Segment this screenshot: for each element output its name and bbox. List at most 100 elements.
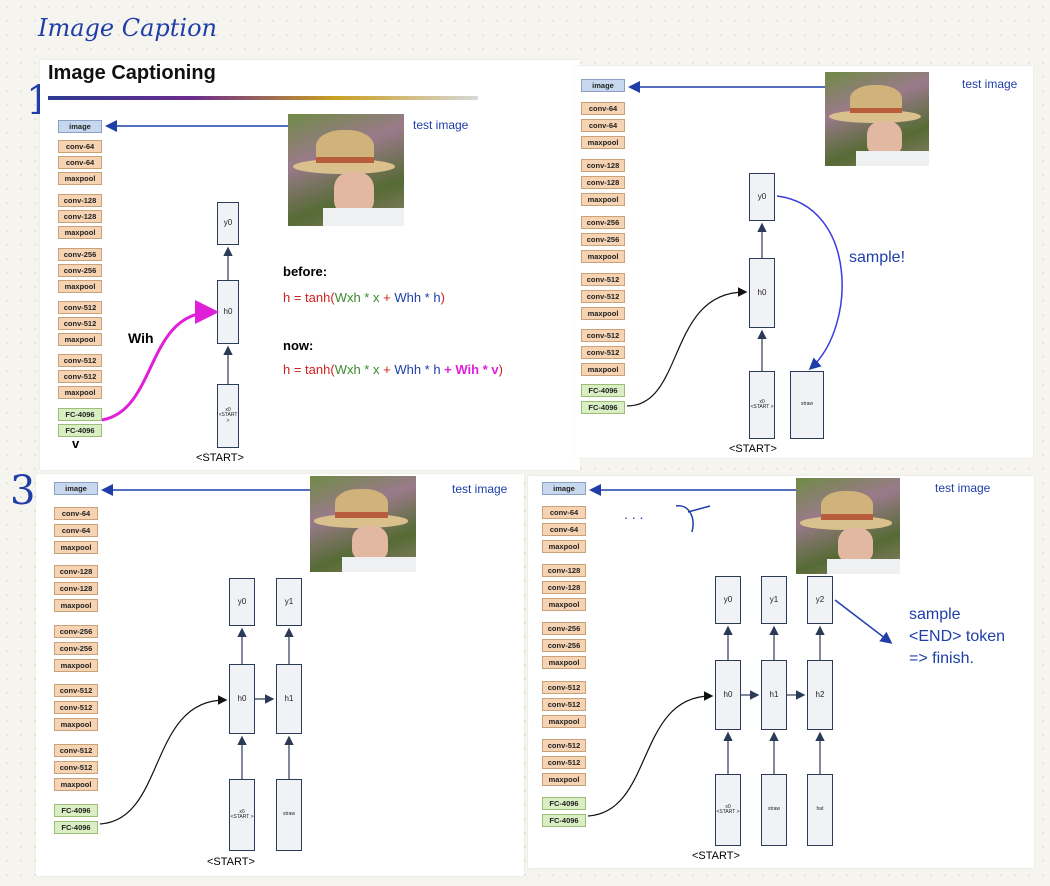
panel-step-1: Image Captioning image conv-64 conv-64 m… [40, 60, 580, 470]
layer-conv-64-a: conv-64 [542, 506, 586, 519]
node-x0: x0 <START > [217, 384, 239, 448]
layer-conv-128-a: conv-128 [581, 159, 625, 172]
test-image-label: test image [413, 118, 469, 132]
layer-conv-64-a: conv-64 [54, 507, 98, 520]
panel-1-arrows [101, 120, 288, 422]
panel-title: Image Captioning [48, 62, 216, 84]
eq-now-part-3: + [379, 362, 395, 377]
layer-conv-256-a: conv-256 [542, 622, 586, 635]
layer-maxpool-4: maxpool [58, 333, 102, 346]
node-h1: h1 [276, 664, 302, 734]
layer-conv-128-b: conv-128 [54, 582, 98, 595]
node-x0: x0 <START > [715, 774, 741, 846]
layer-fc-4096-b: FC-4096 [581, 401, 625, 414]
layer-maxpool-5: maxpool [581, 363, 625, 376]
start-label: <START> [729, 443, 777, 455]
layer-conv-256-b: conv-256 [54, 642, 98, 655]
node-token-straw: straw [761, 774, 787, 846]
margin-mark-3: 3 [10, 468, 36, 514]
layer-conv-256-a: conv-256 [58, 248, 102, 261]
layer-conv-128-b: conv-128 [58, 210, 102, 223]
before-label: before: [283, 264, 328, 279]
layer-fc-4096-a: FC-4096 [58, 408, 102, 421]
layer-conv-512-d: conv-512 [542, 756, 586, 769]
layer-conv-64-b: conv-64 [54, 524, 98, 537]
equation-now: h = tanh(Wxh * x + Whh * h + Wih * v) [283, 362, 503, 377]
layer-maxpool-1: maxpool [58, 172, 102, 185]
eq-now-part-2: Wxh * x [334, 362, 380, 377]
node-y0: y0 [217, 202, 239, 245]
image-layer: image [58, 120, 102, 133]
node-token-hat: hat [807, 774, 833, 846]
layer-conv-256-b: conv-256 [581, 233, 625, 246]
image-layer: image [581, 79, 625, 92]
layer-maxpool-2: maxpool [54, 599, 98, 612]
layer-maxpool-4: maxpool [542, 715, 586, 728]
test-image-photo [310, 476, 416, 572]
layer-fc-4096-a: FC-4096 [54, 804, 98, 817]
panel-3-arrows [99, 484, 310, 825]
layer-maxpool-3: maxpool [581, 250, 625, 263]
eq-before-part-2: Wxh * x [334, 290, 380, 305]
test-image-photo [825, 72, 929, 166]
eq-before-part-1: h = tanh( [283, 290, 335, 305]
layer-conv-512-d: conv-512 [54, 761, 98, 774]
test-image-label: test image [962, 77, 1018, 91]
layer-conv-64-b: conv-64 [581, 119, 625, 132]
layer-conv-512-a: conv-512 [542, 681, 586, 694]
start-label: <START> [207, 856, 255, 868]
node-h0: h0 [715, 660, 741, 730]
layer-conv-128-b: conv-128 [542, 581, 586, 594]
layer-conv-64-a: conv-64 [58, 140, 102, 153]
layer-maxpool-1: maxpool [542, 540, 586, 553]
panel-step-3: image conv-64 conv-64 maxpool conv-128 c… [36, 474, 524, 876]
layer-conv-512-c: conv-512 [58, 354, 102, 367]
node-h2: h2 [807, 660, 833, 730]
end-label-line-2: <END> token [909, 628, 1006, 645]
layer-maxpool-3: maxpool [542, 656, 586, 669]
layer-conv-256-b: conv-256 [58, 264, 102, 277]
node-token-straw: straw [790, 371, 824, 439]
layer-conv-128-a: conv-128 [542, 564, 586, 577]
layer-conv-512-c: conv-512 [54, 744, 98, 757]
test-image-label: test image [452, 482, 508, 496]
layer-conv-512-b: conv-512 [58, 317, 102, 330]
layer-maxpool-1: maxpool [581, 136, 625, 149]
layer-maxpool-2: maxpool [542, 598, 586, 611]
layer-fc-4096-a: FC-4096 [581, 384, 625, 397]
layer-fc-4096-b: FC-4096 [542, 814, 586, 827]
layer-fc-4096-a: FC-4096 [542, 797, 586, 810]
node-x0: x0 <START > [229, 779, 255, 851]
node-token-straw: straw [276, 779, 302, 851]
test-image-label: test image [935, 481, 991, 495]
layer-conv-128-a: conv-128 [54, 565, 98, 578]
layer-conv-512-a: conv-512 [581, 273, 625, 286]
layer-fc-4096-b: FC-4096 [58, 424, 102, 437]
layer-conv-128-a: conv-128 [58, 194, 102, 207]
test-image-photo [796, 478, 900, 574]
start-label: <START> [196, 452, 244, 464]
eq-before-part-3: + [379, 290, 395, 305]
layer-conv-512-b: conv-512 [542, 698, 586, 711]
layer-conv-64-b: conv-64 [58, 156, 102, 169]
layer-conv-512-b: conv-512 [581, 290, 625, 303]
eq-now-part-5: + Wih * v [440, 362, 499, 377]
layer-conv-64-b: conv-64 [542, 523, 586, 536]
node-y2: y2 [807, 576, 833, 624]
node-h0: h0 [749, 258, 775, 328]
sample-label: sample! [849, 249, 906, 266]
layer-fc-4096-b: FC-4096 [54, 821, 98, 834]
handwritten-heading: Image Caption [38, 14, 218, 42]
eq-now-part-4: Whh * h [394, 362, 441, 377]
layer-conv-64-a: conv-64 [581, 102, 625, 115]
start-label: <START> [692, 850, 740, 862]
layer-conv-512-c: conv-512 [542, 739, 586, 752]
layer-conv-512-a: conv-512 [58, 301, 102, 314]
eq-before-part-5: ) [440, 290, 445, 305]
layer-conv-512-c: conv-512 [581, 329, 625, 342]
layer-maxpool-5: maxpool [542, 773, 586, 786]
layer-conv-512-a: conv-512 [54, 684, 98, 697]
ellipsis-mark: . . . [624, 506, 644, 522]
panel-4-arrows [587, 484, 893, 817]
image-layer: image [542, 482, 586, 495]
